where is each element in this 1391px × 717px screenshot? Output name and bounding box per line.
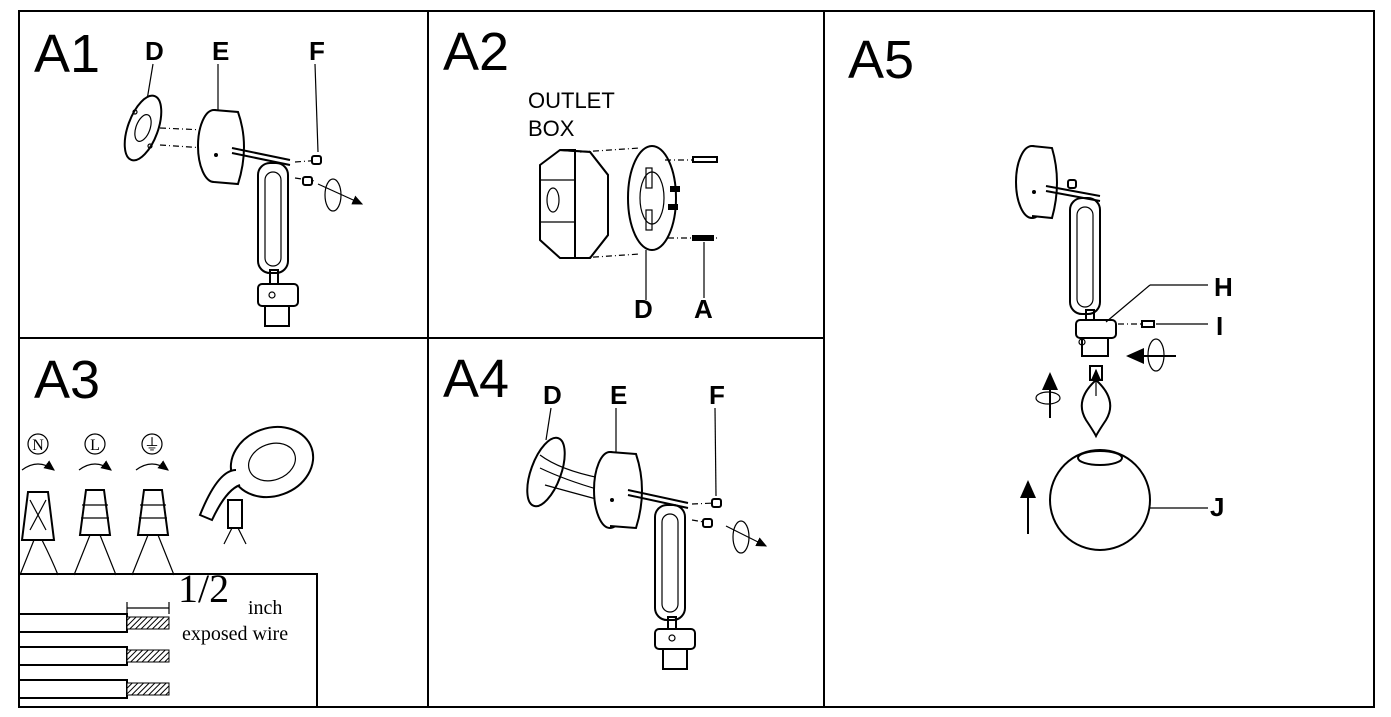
step-label-a4: A4 bbox=[443, 349, 509, 409]
panel-a4: A4 D E F bbox=[443, 349, 768, 670]
part-label-f: F bbox=[709, 380, 725, 410]
panel-a3: A3 N L ⏚ bbox=[18, 350, 318, 708]
rotate-arrow-icon bbox=[1126, 338, 1176, 372]
socket-holder-drawing bbox=[257, 269, 299, 327]
wire-nut-ground-drawing bbox=[131, 489, 175, 576]
set-screw-drawing bbox=[1118, 320, 1208, 328]
wire-symbol-live-icon: L bbox=[78, 433, 112, 471]
glass-globe-drawing bbox=[1049, 449, 1208, 551]
wire-nut-open-drawing bbox=[19, 491, 59, 576]
outlet-label-line1: OUTLET bbox=[528, 88, 615, 113]
part-label-a: A bbox=[694, 294, 713, 324]
canopy-drawing bbox=[1015, 145, 1058, 220]
neutral-symbol: N bbox=[32, 437, 44, 454]
step-label-a3: A3 bbox=[34, 350, 100, 410]
panel-a5: A5 H I J bbox=[848, 30, 1233, 551]
rotate-up-arrow-icon bbox=[1035, 372, 1061, 418]
part-label-j: J bbox=[1210, 492, 1224, 522]
part-label-d: D bbox=[543, 380, 562, 410]
step-label-a1: A1 bbox=[34, 24, 100, 84]
exposed-wire-box: 1/2 inch exposed wire bbox=[18, 566, 318, 708]
rotate-arrow-icon bbox=[317, 178, 364, 212]
socket-holder-drawing bbox=[654, 616, 696, 670]
part-label-i: I bbox=[1216, 311, 1223, 341]
screws-drawing bbox=[702, 407, 722, 528]
outlet-box-drawing bbox=[539, 147, 641, 259]
electrical-tape-drawing bbox=[198, 425, 315, 545]
canopy-drawing bbox=[159, 64, 245, 186]
part-label-e: E bbox=[212, 36, 229, 66]
step-label-a5: A5 bbox=[848, 30, 914, 90]
outlet-label-line2: BOX bbox=[528, 116, 575, 141]
part-label-d: D bbox=[634, 294, 653, 324]
wire-symbol-ground-icon: ⏚ bbox=[135, 433, 169, 471]
fraction-label: 1/2 bbox=[178, 566, 229, 611]
mounting-plate-drawing bbox=[627, 145, 677, 300]
screws-drawing bbox=[302, 63, 322, 186]
rotate-arrow-icon bbox=[725, 520, 768, 554]
unit-label: inch bbox=[248, 597, 282, 619]
mounting-plate-drawing bbox=[123, 63, 163, 162]
mounting-plate-drawing bbox=[526, 407, 601, 508]
part-label-h: H bbox=[1214, 272, 1233, 302]
panel-a2: A2 OUTLET BOX D A bbox=[443, 22, 718, 324]
arm-drawing bbox=[231, 147, 323, 274]
part-label-f: F bbox=[309, 36, 325, 66]
part-label-d: D bbox=[145, 36, 164, 66]
screws-drawing bbox=[665, 156, 718, 298]
bulb-drawing bbox=[1080, 365, 1112, 439]
step-label-a2: A2 bbox=[443, 22, 509, 82]
exposed-wire-note: exposed wire bbox=[182, 623, 288, 645]
ground-symbol: ⏚ bbox=[144, 436, 160, 454]
live-symbol: L bbox=[90, 437, 100, 454]
wire-nut-live-drawing bbox=[73, 489, 117, 576]
part-label-e: E bbox=[610, 380, 627, 410]
canopy-drawing bbox=[593, 408, 643, 530]
socket-holder-drawing bbox=[1075, 284, 1208, 357]
arm-drawing bbox=[627, 489, 717, 621]
panel-grid bbox=[18, 10, 1375, 708]
panel-a1: A1 D E F bbox=[34, 24, 364, 327]
wire-symbol-neutral-icon: N bbox=[21, 433, 55, 471]
